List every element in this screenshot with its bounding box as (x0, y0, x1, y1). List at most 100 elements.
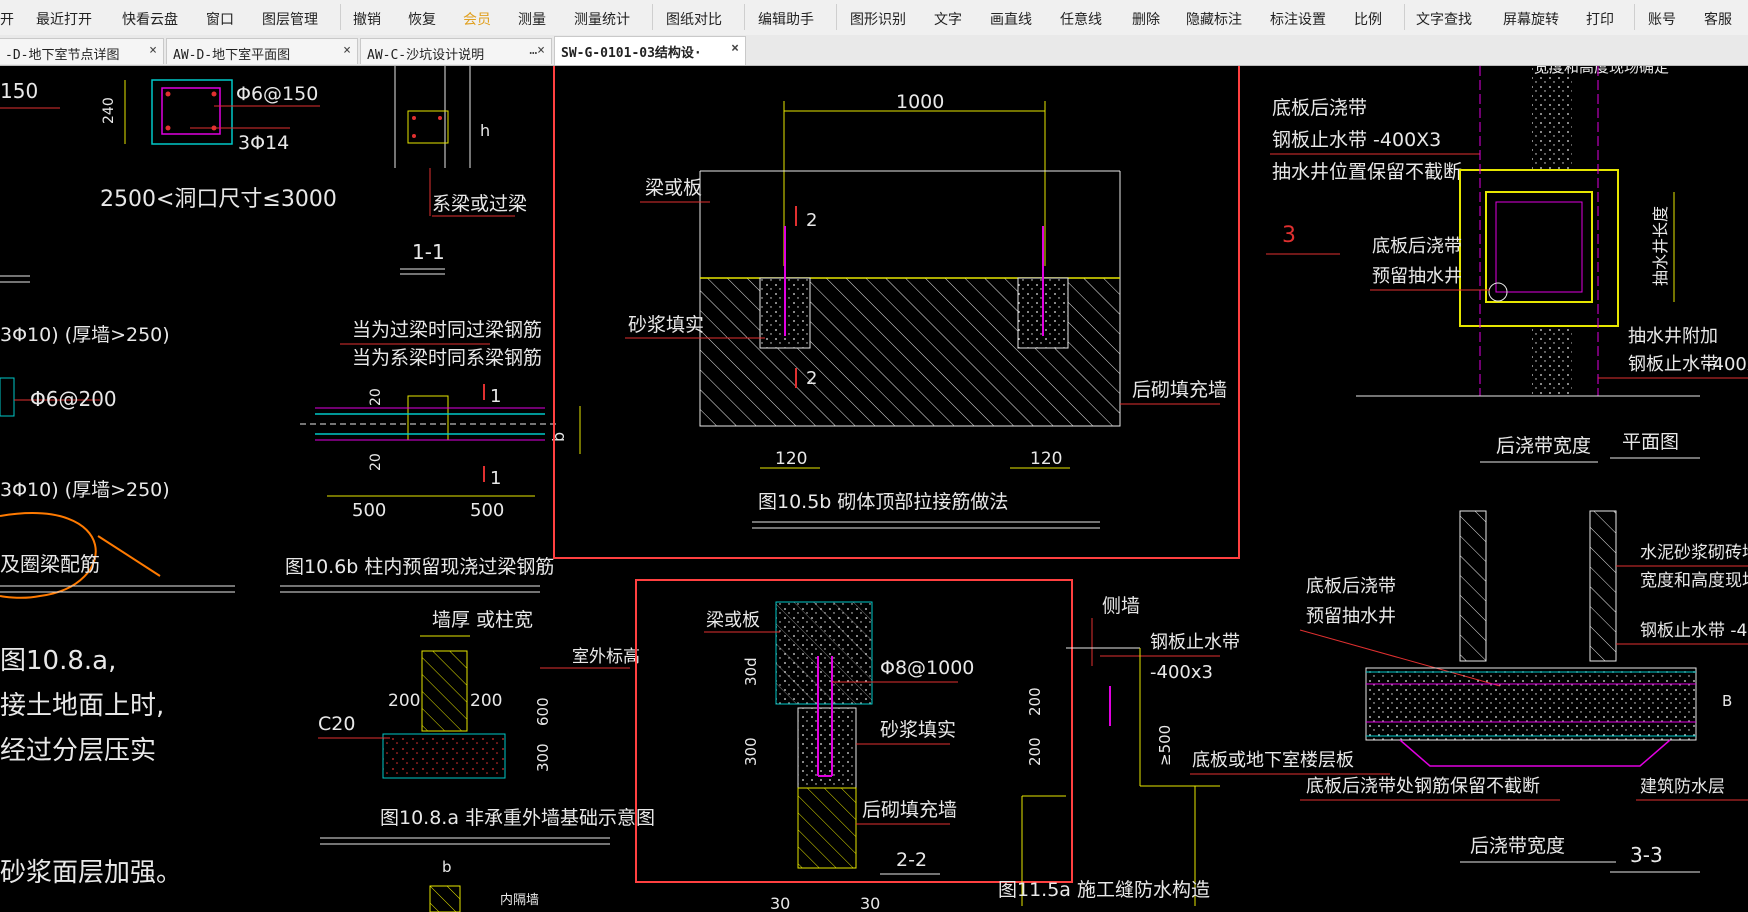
dim-text: 30 (770, 894, 790, 912)
note-text: 当为系梁时同系梁钢筋 (352, 347, 542, 369)
note-text: 接土地面上时, (0, 691, 164, 721)
callout-label: 梁或板 (706, 610, 760, 631)
dim-text: 抽水井长度 (1651, 206, 1670, 286)
callout-label: 抽水井位置保留不截断 (1272, 161, 1462, 183)
callout-label: 后砌填充墙 (1132, 379, 1227, 401)
section-label: 2 (806, 210, 817, 231)
detail-section-2-2: 梁或板 Φ8@1000 30d 砂浆填实 300 后砌填充墙 2-2 30 30 (635, 579, 1073, 912)
note-text: 经过分层压实 (0, 736, 156, 766)
callout-label: 梁或板 (645, 177, 702, 199)
dim-text: 600 (534, 697, 552, 726)
callout-label: 底板后浇带处钢筋保留不截断 (1306, 776, 1540, 797)
note-text: 砂浆面层加强。 (0, 858, 182, 888)
dim-text: 20 (368, 453, 384, 471)
section-label: 1-1 (412, 240, 445, 264)
detail-fig-11-5a: 侧墙 钢板止水带 -400x3 200 200 ≥500 底板或地下室楼层板 图… (998, 595, 1390, 906)
dim-text: -400x3 (1150, 662, 1213, 683)
dim-label: 后浇带宽度 (1496, 435, 1591, 457)
callout-label: 墙厚 或柱宽 (432, 609, 533, 631)
callout-label: 预留抽水井 (1306, 606, 1396, 627)
dim-text: 120 (775, 449, 807, 469)
callout-label: 砂浆填实 (628, 314, 704, 336)
callout-label: 砂浆填实 (880, 719, 956, 741)
dim-text: 300 (534, 743, 552, 772)
toolbar-open[interactable]: 开 (0, 12, 14, 28)
close-icon[interactable]: × (343, 43, 351, 58)
dim-text: 30 (860, 894, 880, 912)
highlight-frame (553, 66, 1240, 559)
note-text: 及圈梁配筋 (0, 552, 100, 576)
dim-text: 200 (1026, 737, 1044, 766)
rebar-label: Φ8@1000 (880, 657, 974, 679)
close-icon[interactable]: × (149, 43, 157, 58)
close-icon[interactable]: …× (529, 43, 545, 58)
dim-text: -400X (1706, 354, 1748, 375)
dim-text: 150 (0, 79, 38, 103)
cad-drawing: 150 240 Φ6@150 3Φ14 2500<洞口尺寸≤3000 h 系梁或… (0, 66, 1748, 912)
detail-opening-beam: 150 240 Φ6@150 3Φ14 2500<洞口尺寸≤3000 h 系梁或… (0, 66, 527, 283)
rebar-label: Φ6@150 (236, 83, 318, 105)
dim-text: 500 (352, 500, 386, 521)
rebar-label: Φ6@200 (30, 387, 117, 411)
section-label: 3 (1282, 223, 1296, 248)
section-label: 1 (490, 468, 501, 489)
tab-structure-design[interactable]: SW-G-0101-03结构设·× (554, 36, 746, 65)
document-tabs: -D-地下室节点详图× AW-D-地下室平面图× AW-C-沙坑设计说明…× S… (0, 35, 1748, 66)
callout-label: 抽水井附加 (1628, 326, 1718, 347)
callout-label: 钢板止水带 (1150, 632, 1240, 653)
dim-text: B (1722, 692, 1732, 710)
left-note-block: 图10.8.a, 接土地面上时, 经过分层压实 砂浆面层加强。 (0, 646, 182, 888)
toolbar-separator (744, 4, 745, 30)
dim-text: h (480, 121, 490, 140)
callout-label: 底板后浇带 (1372, 236, 1462, 257)
callout-label: 宽度和高度现场确 (1640, 571, 1748, 591)
dim-text: 200 (1026, 687, 1044, 716)
dim-text: 200 (388, 691, 420, 711)
dim-text: ≥500 (1156, 725, 1174, 766)
dim-text: 20 (368, 388, 384, 406)
note-text: 系梁或过梁 (432, 193, 527, 215)
section-label: 3-3 (1630, 843, 1663, 867)
dim-label: 后浇带宽度 (1470, 835, 1565, 857)
callout-label: 钢板止水带 -40 (1640, 621, 1748, 641)
toolbar-separator (836, 4, 837, 30)
note-text: 宽度和高度现场确定 (1534, 66, 1669, 76)
toolbar-separator (652, 4, 653, 30)
dim-text: 1000 (896, 91, 944, 113)
note-text: 2500<洞口尺寸≤3000 (100, 187, 337, 212)
callout-label: 室外标高 (572, 647, 640, 667)
toolbar-separator (340, 4, 341, 30)
callout-label: 底板后浇带 (1272, 97, 1367, 119)
tab-basement-plan[interactable]: AW-D-地下室平面图× (166, 38, 358, 64)
callout-label: 底板后浇带 (1306, 576, 1396, 597)
section-label: 2 (806, 368, 817, 389)
callout-label: 侧墙 (1102, 595, 1140, 617)
rebar-label: 3Φ10) (厚墙>250) (0, 479, 170, 501)
figure-title: 图11.5a 施工缝防水构造 (998, 879, 1210, 901)
callout-label: 预留抽水井 (1372, 266, 1462, 287)
callout-label: 后砌填充墙 (862, 799, 957, 821)
tab-sandpit-notes[interactable]: AW-C-沙坑设计说明…× (360, 38, 552, 64)
note-text: 图10.8.a, (0, 646, 116, 676)
main-toolbar: 开 最近打开 快看云盘 窗口 图层管理 撤销 恢复 会员 测量 测量统计 图纸对… (0, 0, 1748, 36)
callout-label: 内隔墙 (500, 892, 539, 908)
dim-text: b (442, 858, 452, 876)
dim-text: 200 (470, 691, 502, 711)
dim-text: 30d (742, 657, 760, 686)
close-icon[interactable]: × (731, 41, 739, 56)
section-label: 2-2 (896, 849, 927, 871)
detail-ring-beam: 3Φ10) (厚墙>250) Φ6@200 3Φ10) (厚墙>250) 及圈梁… (0, 324, 235, 599)
detail-fig-10-8a: 墙厚 或柱宽 室外标高 C20 200 200 600 300 图10.8.a … (318, 609, 655, 912)
detail-section-3-3: 水泥砂浆砌砖墙 宽度和高度现场确 底板后浇带 预留抽水井 钢板止水带 -40 B… (1299, 510, 1748, 873)
section-label: 1 (490, 386, 501, 407)
dim-text: b (549, 432, 568, 442)
drawing-canvas[interactable]: 150 240 Φ6@150 3Φ14 2500<洞口尺寸≤3000 h 系梁或… (0, 66, 1748, 912)
toolbar-separator (1634, 4, 1635, 30)
view-label: 平面图 (1622, 431, 1679, 453)
detail-fig-10-6b: 当为过梁时同过梁钢筋 当为系梁时同系梁钢筋 20 20 1 1 500 500 … (280, 319, 581, 593)
callout-label: 底板或地下室楼层板 (1192, 750, 1354, 771)
detail-pump-well-plan: 宽度和高度现场确定 底板后浇带 钢板止水带 -400X3 抽水井位置保留不截断 … (1266, 66, 1748, 463)
dim-text: 120 (1030, 449, 1062, 469)
tab-basement-details[interactable]: -D-地下室节点详图× (0, 38, 164, 64)
dim-text: 500 (470, 500, 504, 521)
